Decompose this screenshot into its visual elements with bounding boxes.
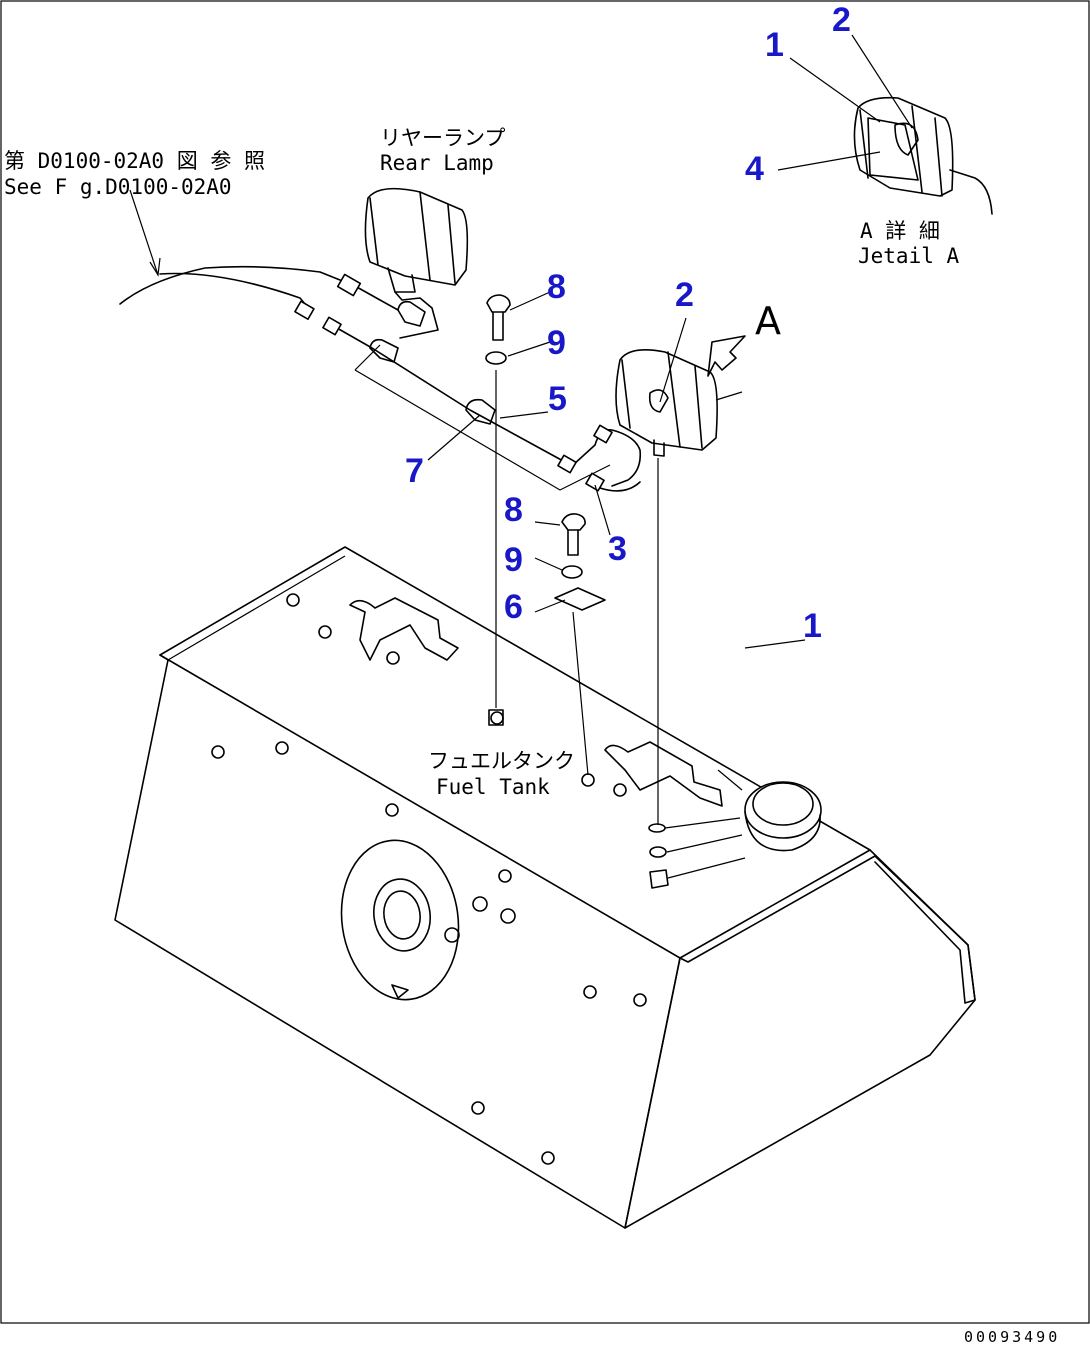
- callout-7: 7: [405, 452, 424, 490]
- callout-2-detail: 2: [832, 1, 851, 39]
- leader-lines: [129, 34, 913, 649]
- rear-lamp-left: [364, 187, 469, 339]
- detail-a-lamp: [853, 96, 993, 215]
- tank-bracket-right: [604, 741, 723, 807]
- washer-9-top: [485, 351, 507, 365]
- callout-9-top: 9: [547, 324, 566, 362]
- callout-6: 6: [504, 588, 523, 626]
- view-arrow: [707, 335, 746, 377]
- view-marker-label: A: [755, 299, 781, 343]
- lamp-mount-hardware: [648, 817, 746, 889]
- nut-top: [488, 709, 504, 726]
- fuel-tank: [114, 546, 976, 1229]
- callout-4-detail: 4: [745, 150, 764, 188]
- ref-label-jp: 第 D0100-02A0 図 参 照: [4, 149, 265, 173]
- rear-lamp-right: [615, 349, 743, 457]
- callout-8-mid: 8: [504, 491, 523, 529]
- callout-5: 5: [548, 380, 567, 418]
- inspection-plate: [340, 839, 460, 1001]
- detail-label-en: Jetail A: [858, 244, 960, 268]
- callout-1-tank: 1: [803, 607, 822, 645]
- callout-8-top: 8: [547, 268, 566, 306]
- bolt-8-mid: [561, 513, 586, 556]
- rear-lamp-label-en: Rear Lamp: [380, 151, 494, 175]
- callout-3: 3: [608, 530, 627, 568]
- tank-bracket-left: [349, 597, 459, 661]
- callout-9-mid: 9: [504, 541, 523, 579]
- ref-label-en: See F g.D0100-02A0: [4, 175, 232, 199]
- fuel-tank-label-en: Fuel Tank: [436, 775, 550, 799]
- bolt-axis-mid: [572, 611, 589, 776]
- bolt-8-top: [486, 294, 511, 341]
- washer-9-mid: [561, 565, 583, 579]
- detail-label-jp: A 詳 細: [860, 219, 940, 243]
- drawing-code: 00093490: [964, 1328, 1060, 1346]
- filler-cap: [717, 769, 822, 852]
- fuel-tank-label-jp: フュエルタンク: [428, 749, 575, 773]
- wire-harness: [119, 265, 642, 492]
- callout-2-lamp: 2: [675, 276, 694, 314]
- rear-lamp-label-jp: リヤーランプ: [380, 126, 505, 150]
- callout-1-detail: 1: [765, 26, 784, 64]
- tank-bolts: [211, 593, 647, 1165]
- bracket-6: [554, 587, 606, 611]
